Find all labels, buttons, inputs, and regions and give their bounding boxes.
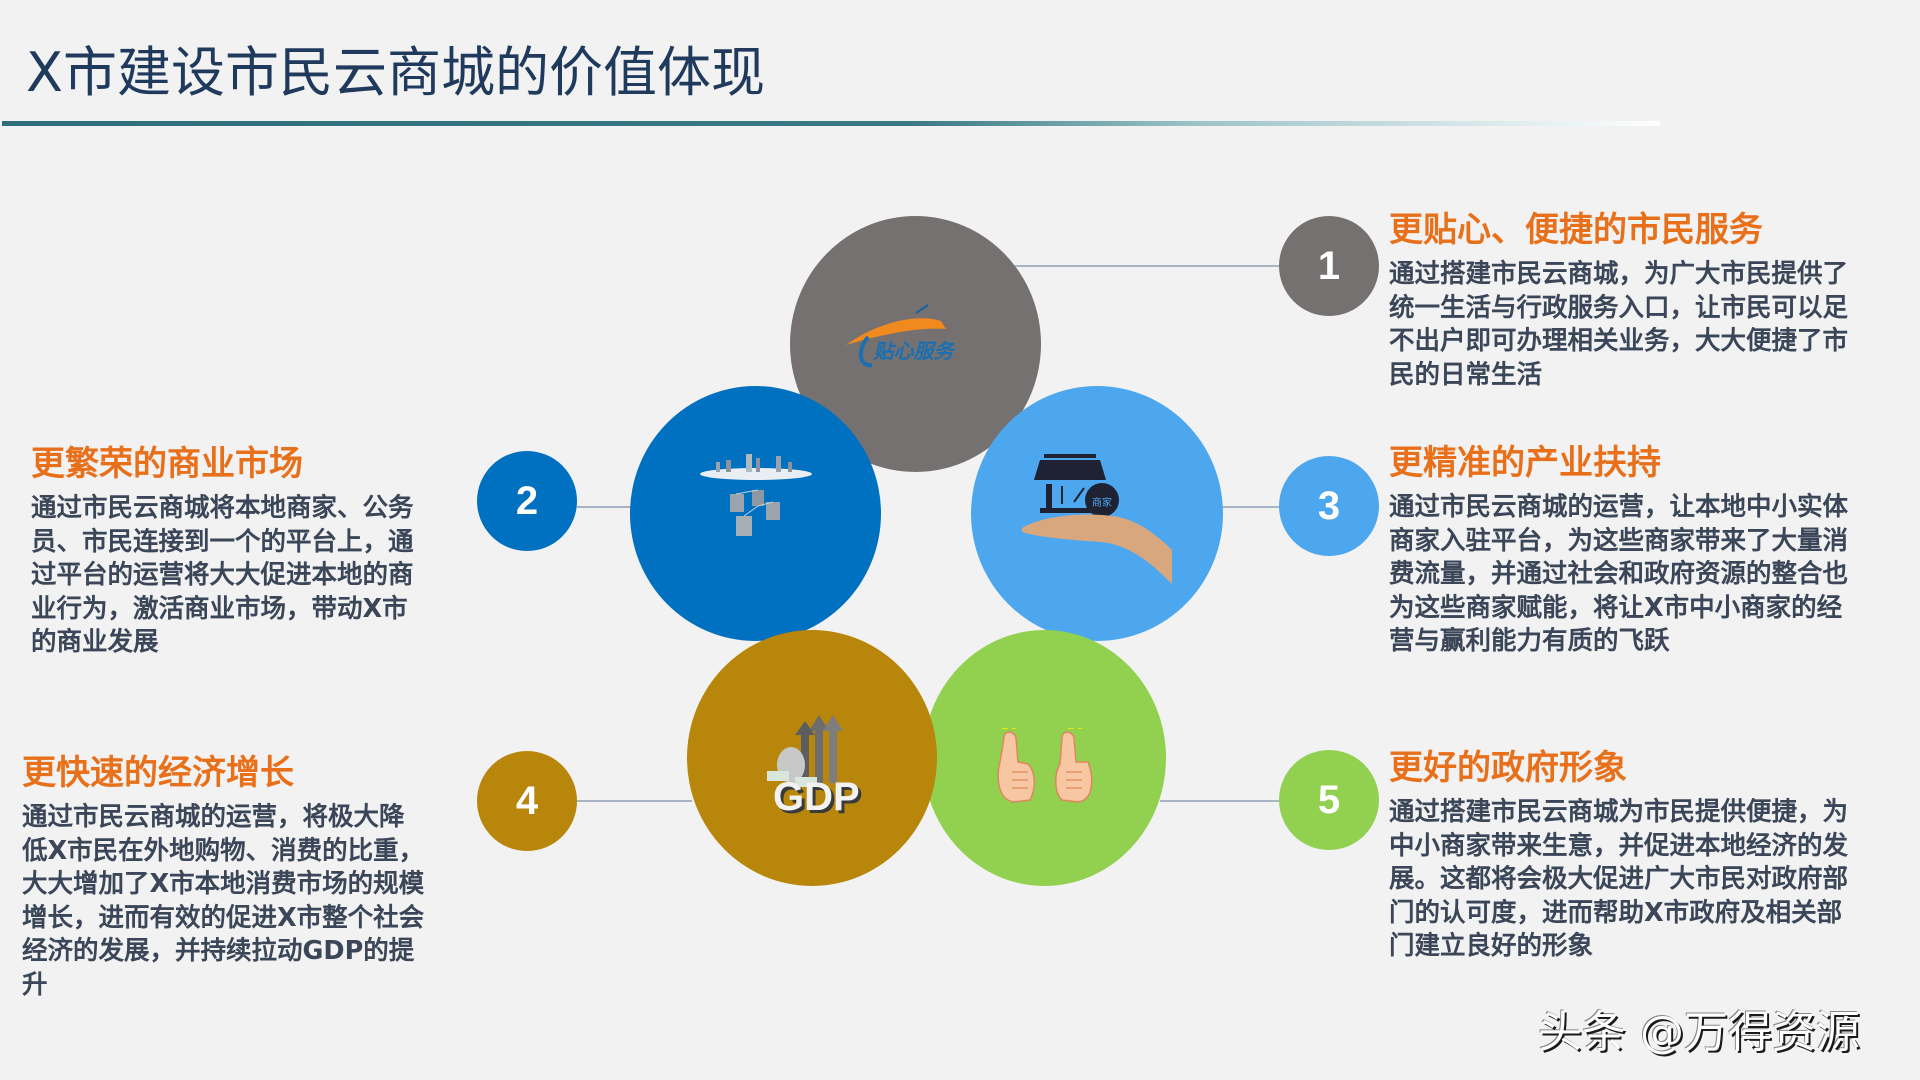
value-block-5: 更好的政府形象 通过搭建市民云商城为市民提供便捷，为 中小商家带来生意，并促进本… [1389, 748, 1848, 964]
value-description: 通过搭建市民云商城为市民提供便捷，为 中小商家带来生意，并促进本地经济的发 展。… [1389, 797, 1849, 961]
value-circle-4: GDP [687, 630, 937, 886]
connector-line-3 [1215, 506, 1285, 508]
value-block-3: 更精准的产业扶持 通过市民云商城的运营，让本地中小实体 商家入驻平台，为这些商家… [1389, 443, 1848, 659]
connector-line-5 [1160, 800, 1280, 802]
gdp-growth-icon: GDP [757, 713, 867, 823]
value-heading: 更好的政府形象 [1389, 748, 1627, 788]
badge-5: 5 [1279, 750, 1379, 850]
value-circle-2 [630, 386, 881, 641]
connector-line-2 [577, 506, 637, 508]
connector-line-4 [577, 800, 692, 802]
badge-1: 1 [1279, 216, 1379, 316]
badge-3: 3 [1279, 456, 1379, 556]
city-network-icon [696, 453, 816, 544]
badge-4: 4 [477, 751, 577, 851]
shop-in-hand-icon: 商家 [1022, 453, 1192, 584]
service-logo-icon: 贴心服务 [845, 303, 986, 373]
value-description: 通过搭建市民云商城，为广大市民提供了 统一生活与行政服务入口，让市民可以足 不出… [1389, 259, 1849, 390]
thumbs-up-icon [990, 728, 1100, 808]
value-description: 通过市民云商城将本地商家、公务 员、市民连接到一个的平台上，通 过平台的运营将大… [31, 493, 414, 657]
value-block-2: 更繁荣的商业市场 通过市民云商城将本地商家、公务 员、市民连接到一个的平台上，通… [31, 444, 414, 660]
value-heading: 更快速的经济增长 [22, 753, 294, 793]
value-block-1: 更贴心、便捷的市民服务 通过搭建市民云商城，为广大市民提供了 统一生活与行政服务… [1389, 210, 1848, 392]
value-heading: 更贴心、便捷的市民服务 [1389, 210, 1763, 250]
value-heading: 更繁荣的商业市场 [31, 444, 303, 484]
connector-line-1 [1010, 265, 1280, 267]
value-description: 通过市民云商城的运营，让本地中小实体 商家入驻平台，为这些商家带来了大量消 费流… [1389, 492, 1849, 656]
slide-title: X市建设市民云商城的价值体现 [26, 41, 765, 104]
badge-2: 2 [477, 451, 577, 551]
value-description: 通过市民云商城的运营，将极大降 低X市民在外地购物、消费的比重， 大大增加了X市… [22, 802, 425, 1000]
value-circle-5 [923, 630, 1166, 886]
watermark: 头条 @万得资源 [1538, 1007, 1860, 1058]
value-circle-3: 商家 [971, 386, 1223, 641]
title-divider [2, 121, 1660, 126]
value-block-4: 更快速的经济增长 通过市民云商城的运营，将极大降 低X市民在外地购物、消费的比重… [22, 753, 424, 1002]
value-heading: 更精准的产业扶持 [1389, 443, 1661, 483]
